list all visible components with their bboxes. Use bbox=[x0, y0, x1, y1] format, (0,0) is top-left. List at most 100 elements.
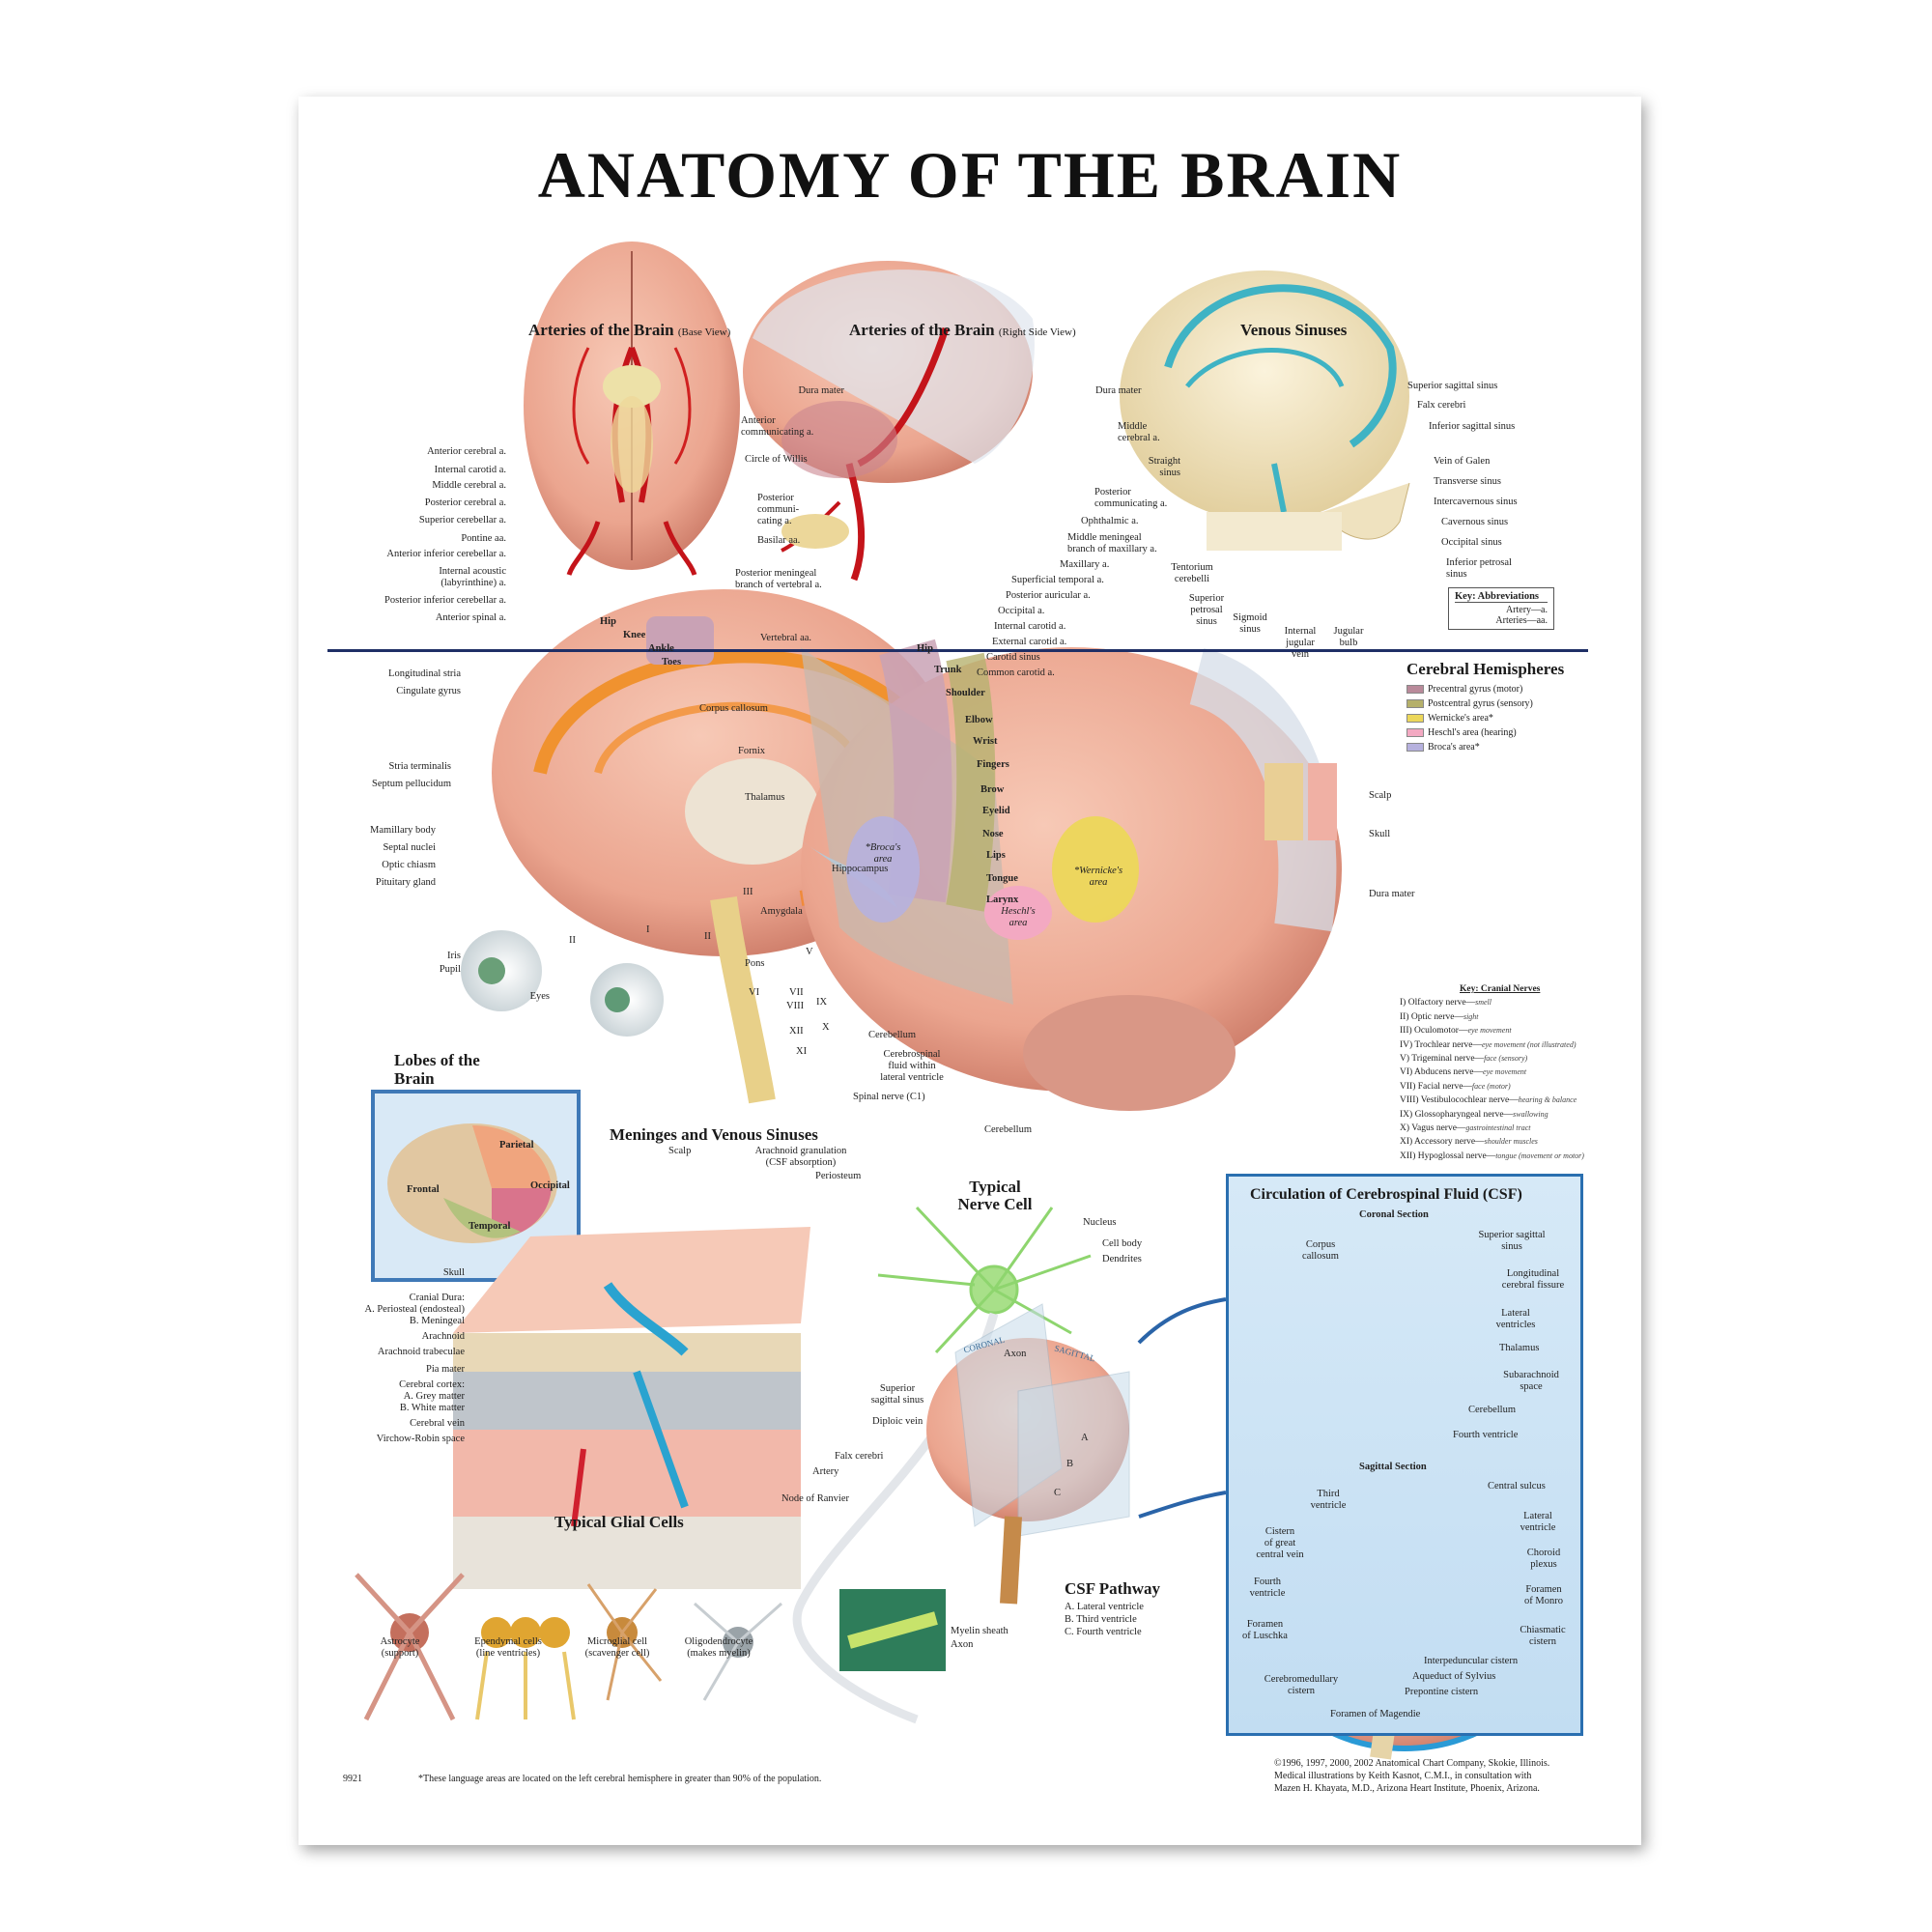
section-divider bbox=[327, 649, 1588, 652]
nerve-function: eye movement bbox=[1467, 1026, 1512, 1036]
homunculus-label: Eyelid bbox=[982, 806, 1010, 816]
credit-line-2: Medical illustrations by Keith Kasnot, C… bbox=[1274, 1771, 1532, 1781]
label: sagittal sinus bbox=[870, 1395, 924, 1406]
legend-label: Precentral gyrus (motor) bbox=[1428, 684, 1523, 695]
label: Ependymal cells bbox=[474, 1636, 542, 1647]
label: Posterior auricular a. bbox=[1006, 590, 1091, 601]
legend-swatch bbox=[1406, 685, 1424, 695]
nerve-cell-title: Typical Nerve Cell bbox=[957, 1178, 1033, 1213]
label: Falx cerebri bbox=[835, 1451, 884, 1462]
cranial-nerve-row: VII) Facial nerve—face (motor) bbox=[1400, 1080, 1584, 1094]
label: Cerebrospinal bbox=[883, 1049, 941, 1060]
label: Tentorium bbox=[1171, 562, 1213, 573]
label: Dura mater bbox=[798, 385, 844, 396]
homunculus-label: Wrist bbox=[973, 736, 998, 747]
label: Fornix bbox=[738, 746, 766, 756]
label: Posterior bbox=[1094, 487, 1131, 497]
cranial-nerve-row: VIII) Vestibulocochlear nerve—hearing & … bbox=[1400, 1094, 1584, 1107]
label: Thalamus bbox=[1499, 1343, 1540, 1353]
label: Dura mater bbox=[1369, 889, 1415, 899]
cranial-nerve-row: III) Oculomotor—eye movement bbox=[1400, 1024, 1584, 1037]
nerve-name: VIII) Vestibulocochlear nerve— bbox=[1400, 1095, 1519, 1106]
label: Myelin sheath bbox=[951, 1626, 1009, 1636]
label: Pons bbox=[745, 958, 765, 969]
label: (scavenger cell) bbox=[584, 1648, 650, 1659]
label: Iris bbox=[447, 951, 461, 961]
label: Dendrites bbox=[1102, 1254, 1142, 1264]
label: Aqueduct of Sylvius bbox=[1412, 1671, 1496, 1682]
label: A. Grey matter bbox=[403, 1391, 465, 1402]
label: branch of vertebral a. bbox=[735, 580, 822, 590]
nerve-function: hearing & balance bbox=[1518, 1095, 1577, 1105]
label: Arachnoid trabeculae bbox=[377, 1347, 465, 1357]
nerve-name: X) Vagus nerve— bbox=[1400, 1123, 1466, 1134]
label: Axon bbox=[951, 1639, 974, 1650]
label: Posterior bbox=[757, 493, 794, 503]
label: petrosal bbox=[1190, 605, 1223, 615]
label: Interpeduncular cistern bbox=[1424, 1656, 1519, 1666]
label: Anterior spinal a. bbox=[435, 612, 506, 623]
label: Cerebellum bbox=[868, 1030, 916, 1040]
nerve-function: gastrointestinal tract bbox=[1465, 1123, 1531, 1133]
label: cerebral fissure bbox=[1501, 1280, 1565, 1291]
label: Skull bbox=[1369, 829, 1391, 839]
page-title: ANATOMY OF THE BRAIN bbox=[537, 138, 1403, 212]
label: Middle cerebral a. bbox=[432, 480, 506, 491]
nerve-name: IV) Trochlear nerve— bbox=[1400, 1039, 1482, 1050]
glial-cells-illustration bbox=[355, 1573, 782, 1721]
label: Maxillary a. bbox=[1060, 559, 1110, 570]
label: Corpus bbox=[1305, 1239, 1336, 1250]
nerve-name: IX) Glossopharyngeal nerve— bbox=[1400, 1109, 1514, 1120]
nerve-function: face (motor) bbox=[1471, 1081, 1511, 1091]
label: Transverse sinus bbox=[1434, 476, 1501, 487]
label: lateral ventricle bbox=[880, 1072, 944, 1083]
legend-label: Heschl's area (hearing) bbox=[1428, 727, 1517, 738]
label: of great bbox=[1264, 1538, 1296, 1548]
cranial-nerve-row: II) Optic nerve—sight bbox=[1400, 1010, 1584, 1024]
homunculus-label: Trunk bbox=[934, 665, 962, 675]
label: cerebral a. bbox=[1118, 433, 1160, 443]
credit-line-3: Mazen H. Khayata, M.D., Arizona Heart In… bbox=[1274, 1783, 1540, 1794]
label: Cerebellum bbox=[984, 1124, 1032, 1135]
homunculus-label: Shoulder bbox=[946, 688, 985, 698]
nerve-function: swallowing bbox=[1513, 1109, 1548, 1119]
cerebral-hemispheres-title: Cerebral Hemispheres bbox=[1406, 660, 1565, 678]
homunculus-label: Hip bbox=[600, 616, 616, 627]
label: Internal carotid a. bbox=[994, 621, 1066, 632]
nerve-name: VII) Facial nerve— bbox=[1400, 1081, 1472, 1092]
label: communicating a. bbox=[1094, 498, 1168, 509]
label: Axon bbox=[1004, 1349, 1027, 1359]
nerve-name: II) Optic nerve— bbox=[1400, 1011, 1463, 1022]
homunculus-label: Toes bbox=[662, 657, 682, 668]
label: Corpus callosum bbox=[699, 703, 768, 714]
label: Optic chiasm bbox=[382, 860, 436, 870]
label: C. Fourth ventricle bbox=[1065, 1627, 1142, 1637]
heschl-area-label: Heschl's bbox=[1001, 906, 1036, 917]
label: ventricle bbox=[1249, 1588, 1286, 1599]
arteries-base-title: Arteries of the Brain (Base View) bbox=[528, 321, 731, 339]
arteries-base-illustration bbox=[524, 242, 740, 576]
label: branch of maxillary a. bbox=[1067, 544, 1157, 554]
heschl-area-label: area bbox=[1009, 918, 1028, 928]
label: Chiasmatic bbox=[1520, 1625, 1566, 1635]
label: sinus bbox=[1196, 616, 1217, 627]
cranial-nerve-label: XII bbox=[789, 1026, 804, 1037]
label: Fourth ventricle bbox=[1453, 1430, 1519, 1440]
nerve-name: XI) Accessory nerve— bbox=[1400, 1137, 1485, 1148]
label: Superficial temporal a. bbox=[1011, 575, 1104, 585]
credit-line-1: ©1996, 1997, 2000, 2002 Anatomical Chart… bbox=[1274, 1758, 1550, 1769]
label: Cerebral cortex: bbox=[399, 1379, 465, 1390]
nerve-name: V) Trigeminal nerve— bbox=[1400, 1054, 1485, 1065]
cranial-nerve-row: IX) Glossopharyngeal nerve—swallowing bbox=[1400, 1108, 1584, 1122]
label: (CSF absorption) bbox=[765, 1157, 837, 1168]
label: cistern bbox=[1529, 1636, 1556, 1647]
label: Basilar aa. bbox=[757, 535, 801, 546]
homunculus-label: Lips bbox=[986, 850, 1006, 861]
temporal-lobe-label: Temporal bbox=[469, 1221, 511, 1232]
label: Cistern bbox=[1264, 1526, 1295, 1537]
label: A. Lateral ventricle bbox=[1065, 1602, 1144, 1612]
legend-swatch bbox=[1406, 743, 1424, 753]
occipital-lobe-label: Occipital bbox=[530, 1180, 570, 1191]
label: Stria terminalis bbox=[388, 761, 451, 772]
label: Anterior inferior cerebellar a. bbox=[386, 549, 506, 559]
